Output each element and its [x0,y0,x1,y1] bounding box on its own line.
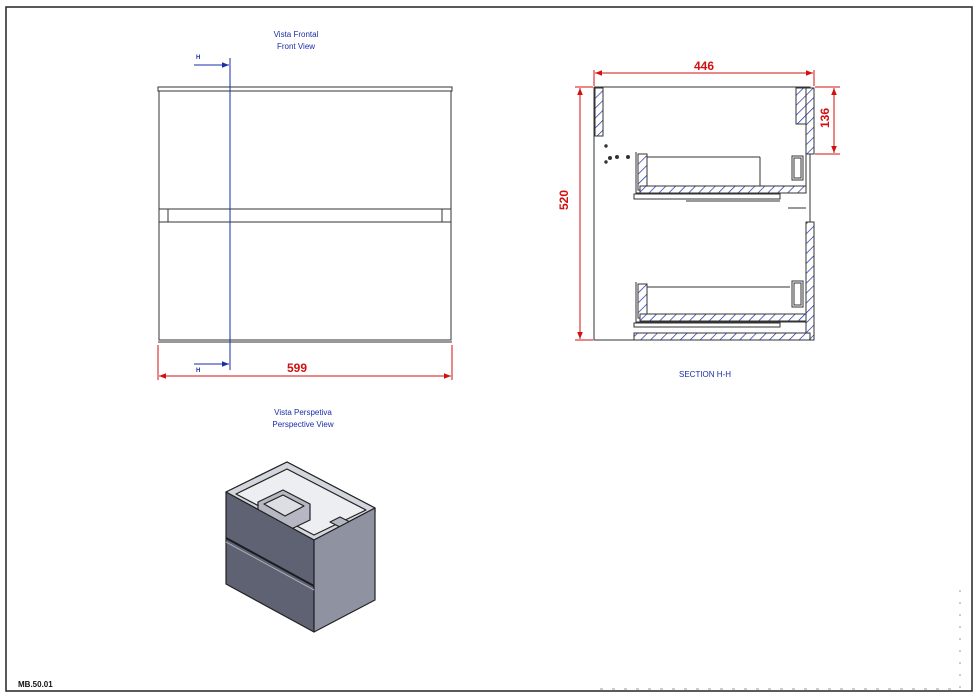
section-title: SECTION H-H [679,370,731,379]
front-view-title-es: Vista Frontal [273,30,319,39]
front-upper-drawer [158,90,452,210]
cut-label-top: H [196,55,201,61]
section-back-panel [805,87,815,155]
section-lower-drawer-front [637,283,648,319]
section-lower-drawer-bottom [639,313,807,322]
perspective-view [225,461,376,633]
depth-dimension [593,70,815,86]
width-dimension-label: 599 [287,361,308,375]
width-dimension [157,345,453,380]
front-top-plate [157,86,453,92]
section-upper-drawer-bottom [639,185,807,194]
perspective-title-en: Perspective View [272,420,334,429]
section-upper-drawer-front [637,153,648,191]
cut-line-h [194,58,231,370]
front-handle-gap [158,208,452,223]
section-right-mid-panel [805,221,815,341]
height-dimension [575,86,593,341]
section-lower-drawer-back [791,280,804,308]
section-left-panel [594,87,604,137]
top-dimension [815,86,840,155]
front-view-title-en: Front View [276,42,316,51]
section-view [593,86,815,341]
sheet-border [5,6,973,692]
top-dimension-label: 136 [818,107,832,128]
cabinet-side [313,507,376,633]
section-right-top-panel [795,87,807,125]
front-view [157,86,453,343]
front-lower-drawer [158,221,452,341]
depth-dimension-label: 446 [694,59,715,73]
section-upper-drawer-back [791,155,804,181]
height-dimension-label: 520 [557,189,571,210]
bottom-ruler [600,590,961,690]
drawing-code: MB.50.01 [18,680,53,689]
perspective-title-es: Vista Perspetiva [274,408,332,417]
cut-label-bottom: H [196,368,201,374]
section-base [633,332,811,341]
